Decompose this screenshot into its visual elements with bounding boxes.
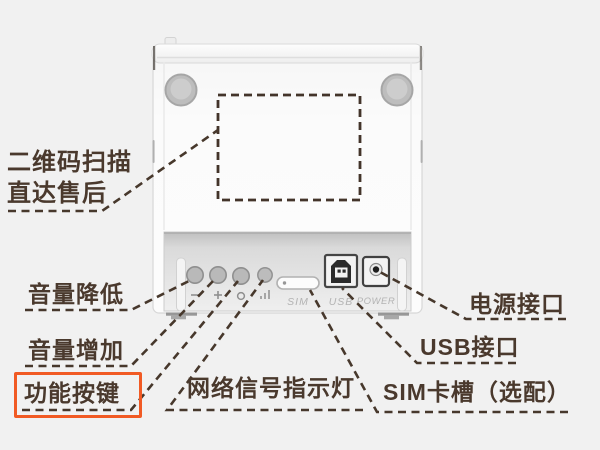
- rubber-foot-right: [380, 73, 414, 107]
- usb-engraving: USB: [329, 296, 354, 308]
- sim-engraving: SIM: [287, 296, 309, 308]
- sim-card-slot: [276, 276, 320, 290]
- power-jack: [361, 255, 391, 288]
- volume-down-label: 音量降低: [28, 281, 124, 307]
- callout-lines: [8, 128, 568, 414]
- usb-callout-line: [341, 287, 516, 365]
- usb-port-label: USB接口: [420, 334, 520, 360]
- paper-cover-bar: [151, 43, 424, 64]
- power-pin-icon: [372, 266, 380, 273]
- left-side-groove: [152, 140, 155, 163]
- gear-icon: [236, 291, 246, 301]
- volume-down-callout-line: [25, 278, 192, 312]
- sim-slot-label: SIM卡槽（选配）: [383, 379, 571, 405]
- network-callout-line: [164, 279, 363, 412]
- function-button-label: 功能按键: [24, 380, 120, 406]
- qr-sticker-zone: [216, 93, 362, 202]
- signal-icon: [260, 290, 270, 299]
- power-engraving: POWER: [357, 296, 395, 307]
- printer-body: SIM USB POWER: [151, 37, 424, 320]
- rubber-foot-left: [164, 73, 198, 107]
- qr-scan-label-line2: 直达售后: [7, 180, 107, 207]
- right-side-groove: [420, 140, 423, 163]
- network-signal-led: [257, 267, 273, 299]
- sim-eject-hole: [282, 281, 287, 285]
- volume-down-button: [186, 265, 205, 296]
- qr-scan-label: 二维码扫描 直达售后: [7, 147, 132, 209]
- network-indicator-label: 网络信号指示灯: [187, 375, 355, 401]
- function-button: [232, 266, 251, 301]
- volume-up-label: 音量增加: [28, 337, 124, 363]
- power-callout-line: [379, 270, 566, 321]
- qr-scan-label-line1: 二维码扫描: [7, 149, 132, 176]
- volume-up-button: [209, 265, 228, 299]
- recess-tab-right: [397, 257, 407, 312]
- highlight-box: [14, 372, 142, 418]
- usb-port: [323, 253, 359, 289]
- qr-callout-line: [8, 128, 219, 213]
- left-edge-accent: [153, 46, 156, 70]
- right-edge-accent: [419, 46, 422, 70]
- power-port-label: 电源接口: [469, 291, 565, 317]
- plus-icon: [214, 291, 222, 299]
- sim-callout-line: [308, 289, 568, 414]
- function-callout-line: [22, 280, 240, 412]
- bottom-foot-right: [378, 312, 409, 320]
